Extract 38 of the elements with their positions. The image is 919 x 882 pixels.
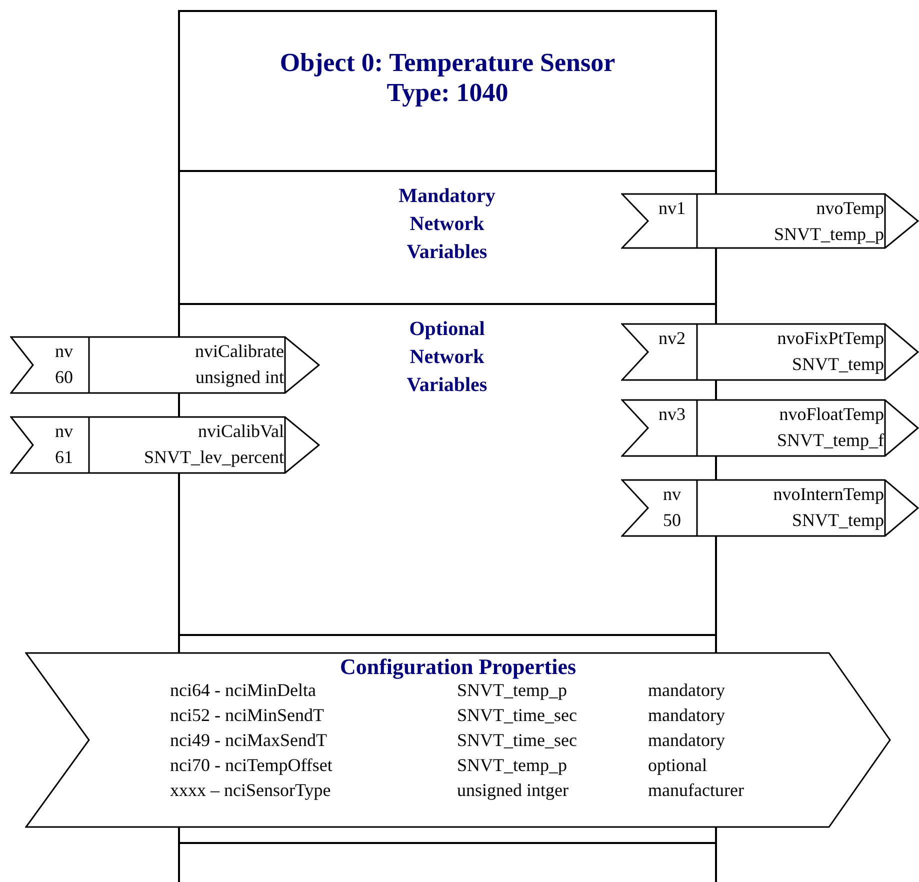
object-title: Object 0: Temperature Sensor xyxy=(278,48,616,78)
table-cell-text: mandatory xyxy=(648,704,725,727)
table-cell-text: manufacturer xyxy=(648,779,744,802)
table-cell-text: SNVT_temp_p xyxy=(457,754,567,777)
variable-name: nvoInternTemp xyxy=(773,483,884,506)
section-heading: Configuration Properties xyxy=(338,654,578,680)
variable-number: nv1 xyxy=(658,197,686,220)
table-cell-text: optional xyxy=(648,754,707,777)
variable-name: nvoFloatTemp xyxy=(779,403,884,426)
section-title: Optional Network Variables xyxy=(406,317,488,398)
table-cell-text: SNVT_temp_p xyxy=(457,679,567,702)
table-cell-text: nci52 - nciMinSendT xyxy=(170,704,324,727)
table-cell-text: SNVT_time_sec xyxy=(457,729,577,752)
variable-number: nv3 xyxy=(658,403,686,426)
variable-type: SNVT_temp xyxy=(792,353,884,376)
variable-number: nv 61 xyxy=(54,420,74,469)
table-cell-text: mandatory xyxy=(648,679,725,702)
variable-type: SNVT_lev_percent xyxy=(144,446,284,469)
table-cell-text: SNVT_time_sec xyxy=(457,704,577,727)
variable-name: nviCalibVal xyxy=(198,420,284,443)
table-cell-text: xxxx – nciSensorType xyxy=(170,779,331,802)
variable-number: nv2 xyxy=(658,327,686,350)
table-cell-text: unsigned intger xyxy=(457,779,568,802)
table-cell-text: nci49 - nciMaxSendT xyxy=(170,729,327,752)
table-cell-text: nci64 - nciMinDelta xyxy=(170,679,316,702)
variable-name: nvoTemp xyxy=(816,197,884,220)
section-title: Mandatory Network Variables xyxy=(398,184,496,265)
variable-number: nv 50 xyxy=(662,483,682,532)
variable-type: SNVT_temp_f xyxy=(777,429,884,452)
variable-type: SNVT_temp xyxy=(792,509,884,532)
variable-type: unsigned int xyxy=(196,366,284,389)
variable-number: nv 60 xyxy=(54,340,74,389)
variable-name: nvoFixPtTemp xyxy=(777,327,884,350)
variable-type: SNVT_temp_p xyxy=(774,223,884,246)
variable-name: nviCalibrate xyxy=(195,340,284,363)
table-cell-text: mandatory xyxy=(648,729,725,752)
object-title: Type: 1040 xyxy=(386,78,510,108)
table-cell-text: nci70 - nciTempOffset xyxy=(170,754,332,777)
